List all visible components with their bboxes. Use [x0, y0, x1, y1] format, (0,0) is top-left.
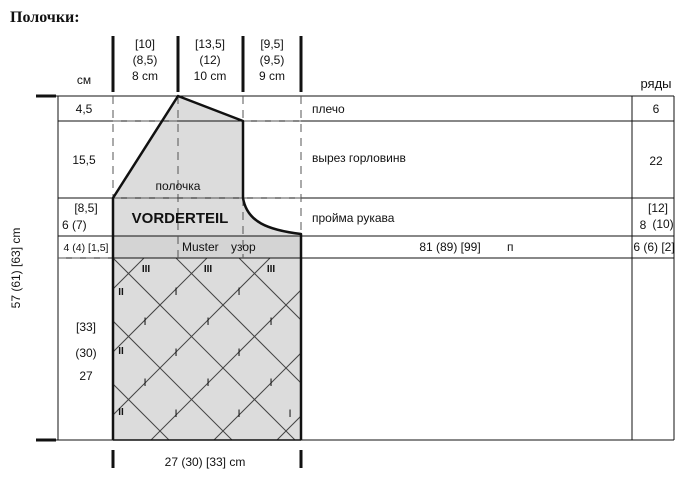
- piece-label-ru: полочка: [156, 179, 201, 193]
- width-2-line2: (12): [199, 53, 220, 67]
- lattice-line: [276, 415, 301, 440]
- rows-armhole-top: [12]: [648, 201, 668, 215]
- diamond-label-ii: II: [118, 407, 124, 418]
- rows-pattern: 6 (6) [2]: [633, 240, 674, 254]
- piece-outline: [111, 94, 303, 440]
- cm-neckline: 15,5: [72, 153, 96, 167]
- diamond-label-i: I: [206, 377, 209, 389]
- diamond-label-iii: III: [204, 264, 213, 275]
- rows-armhole-bottom-b: (10): [652, 217, 673, 231]
- units-cm-label: см: [77, 73, 91, 87]
- diamond-label-i: I: [174, 347, 177, 359]
- cm-armhole-bottom: 6 (7): [62, 218, 87, 232]
- cm-shoulder: 4,5: [76, 102, 93, 116]
- label-armhole: пройма рукава: [312, 211, 395, 225]
- cm-armhole-top: [8,5]: [74, 201, 97, 215]
- table-frame: [36, 95, 675, 441]
- bottom-width-label: 27 (30) [33] cm: [165, 455, 246, 469]
- piece-name-de: VORDERTEIL: [132, 210, 229, 227]
- width-3-line3: 9 cm: [259, 69, 285, 83]
- dashed-guides: [58, 96, 302, 259]
- lattice-line: [113, 258, 271, 416]
- rows-neckline: 22: [649, 154, 663, 168]
- lattice-line: [238, 258, 301, 321]
- units-rows-label: ряды: [640, 76, 671, 91]
- width-1-line3: 8 cm: [132, 69, 158, 83]
- lattice-line: [213, 352, 301, 440]
- diamond-label-i: I: [288, 408, 291, 420]
- lattice-line: [113, 383, 170, 440]
- lattice-line: [175, 258, 301, 384]
- diamond-label-i: I: [269, 377, 272, 389]
- width-3-line2: (9,5): [260, 53, 285, 67]
- diamond-label-iii: III: [142, 264, 151, 275]
- lattice-line: [113, 258, 208, 353]
- cm-body-2: (30): [75, 346, 96, 360]
- cm-body-3: 27: [79, 369, 93, 383]
- cm-pattern: 4 (4) [1,5]: [64, 242, 109, 254]
- diamond-label-i: I: [206, 316, 209, 328]
- width-2-line3: 10 cm: [194, 69, 227, 83]
- label-pattern-stitches: 81 (89) [99]: [419, 240, 480, 254]
- lattice-line: [113, 258, 296, 440]
- diamond-label-i: I: [269, 316, 272, 328]
- cm-body-1: [33]: [76, 320, 96, 334]
- pattern-label-de: Muster: [182, 240, 219, 254]
- diamond-label-i: I: [143, 316, 146, 328]
- label-neckline: вырез горловинв: [312, 151, 406, 165]
- label-shoulder: плечо: [312, 102, 345, 116]
- diagram-title: Полочки:: [10, 9, 80, 26]
- width-1-line1: [10]: [135, 37, 155, 51]
- lattice-line: [150, 289, 301, 440]
- diamond-label-i: I: [237, 347, 240, 359]
- pattern-band-fill: [113, 236, 301, 258]
- diamond-label-ii: II: [118, 287, 124, 298]
- height-label: 57 (61) [63] cm: [9, 228, 23, 309]
- diamond-label-i: I: [143, 377, 146, 389]
- width-3-line1: [9,5]: [260, 37, 283, 51]
- diamond-label-ii: II: [118, 346, 124, 357]
- diamond-label-iii: III: [267, 264, 276, 275]
- diamond-label-i: I: [174, 408, 177, 420]
- width-2-line1: [13,5]: [195, 37, 225, 51]
- rows-shoulder: 6: [653, 102, 660, 116]
- label-pattern-unit: п: [507, 240, 514, 254]
- width-1-line2: (8,5): [133, 53, 158, 67]
- diamond-label-i: I: [237, 286, 240, 298]
- lattice-line: [113, 320, 233, 440]
- diamond-label-i: I: [237, 408, 240, 420]
- diamond-lattice: [113, 258, 301, 440]
- rows-armhole-bottom-a: 8: [640, 218, 647, 232]
- pattern-label-ru: узор: [231, 240, 256, 254]
- top-width-markers: [10] (8,5) 8 cm [13,5] (12) 10 cm [9,5] …: [111, 36, 303, 92]
- diamond-label-i: I: [174, 286, 177, 298]
